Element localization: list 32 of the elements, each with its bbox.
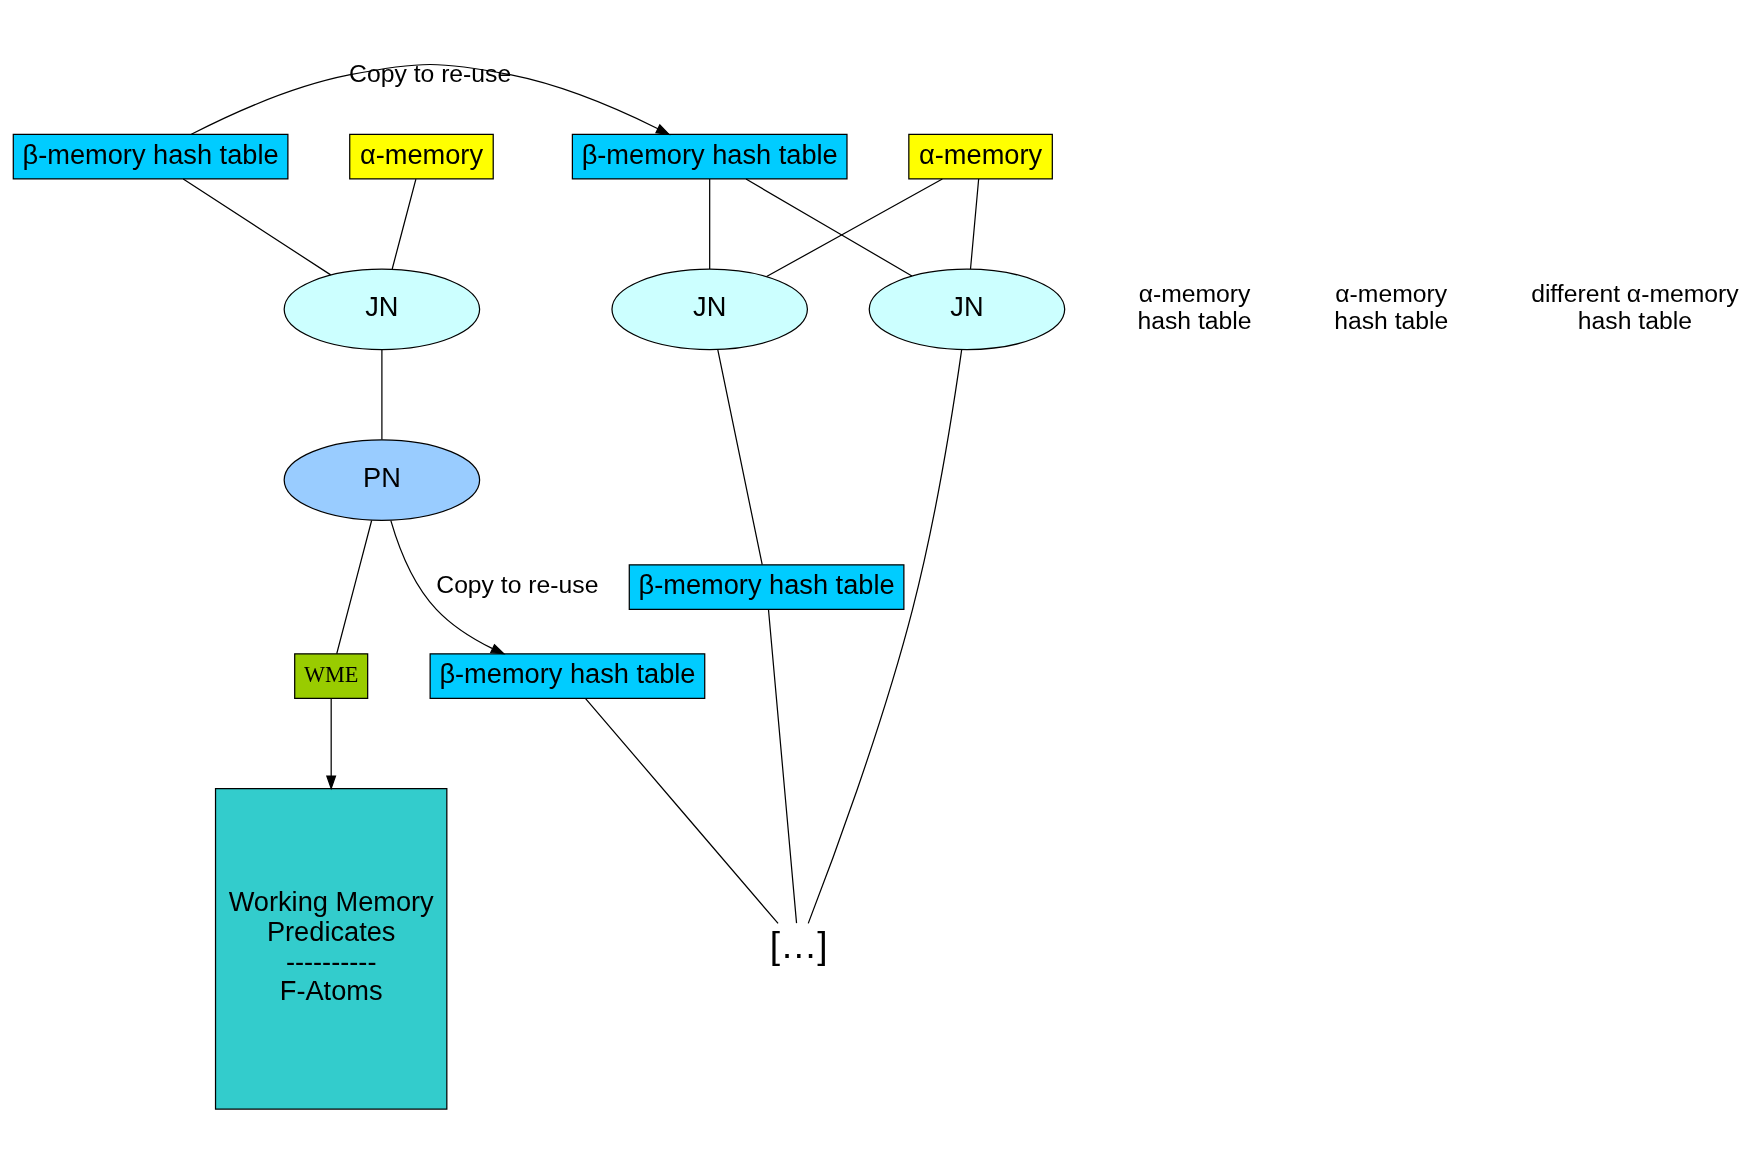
connector (745, 177, 913, 277)
label: α-memory hash table (1334, 279, 1449, 334)
connector (766, 177, 943, 277)
connector (717, 348, 763, 565)
node-box: β-memory hash table (628, 563, 905, 610)
connector (709, 177, 711, 270)
node-box: Working Memory Predicates ---------- F-Atoms (214, 787, 448, 1110)
label: different α-memory hash table (1531, 279, 1739, 334)
arrow (325, 697, 337, 790)
node-box: β-memory hash table (12, 133, 289, 179)
label: α-memory hash table (1137, 279, 1252, 334)
edge-label: Copy to re-use (436, 570, 599, 598)
node-ellipse: JN (283, 268, 481, 350)
connector (584, 697, 779, 924)
node-ellipse: PN (283, 438, 481, 521)
connector (969, 177, 980, 270)
connector (807, 348, 963, 924)
node-ellipse: JN (611, 268, 808, 350)
node-box: α-memory (908, 133, 1053, 179)
connector (767, 608, 798, 924)
connector (182, 177, 332, 275)
arrow (190, 63, 671, 135)
connector (336, 519, 373, 654)
connector (381, 348, 383, 440)
node-box: WME (294, 652, 369, 699)
connector (391, 177, 417, 270)
arrow (390, 519, 506, 655)
node-text: […] (769, 923, 828, 966)
node-ellipse: JN (868, 268, 1066, 350)
node-box: β-memory hash table (571, 133, 848, 179)
node-box: β-memory hash table (429, 652, 706, 699)
node-box: α-memory (349, 133, 494, 179)
